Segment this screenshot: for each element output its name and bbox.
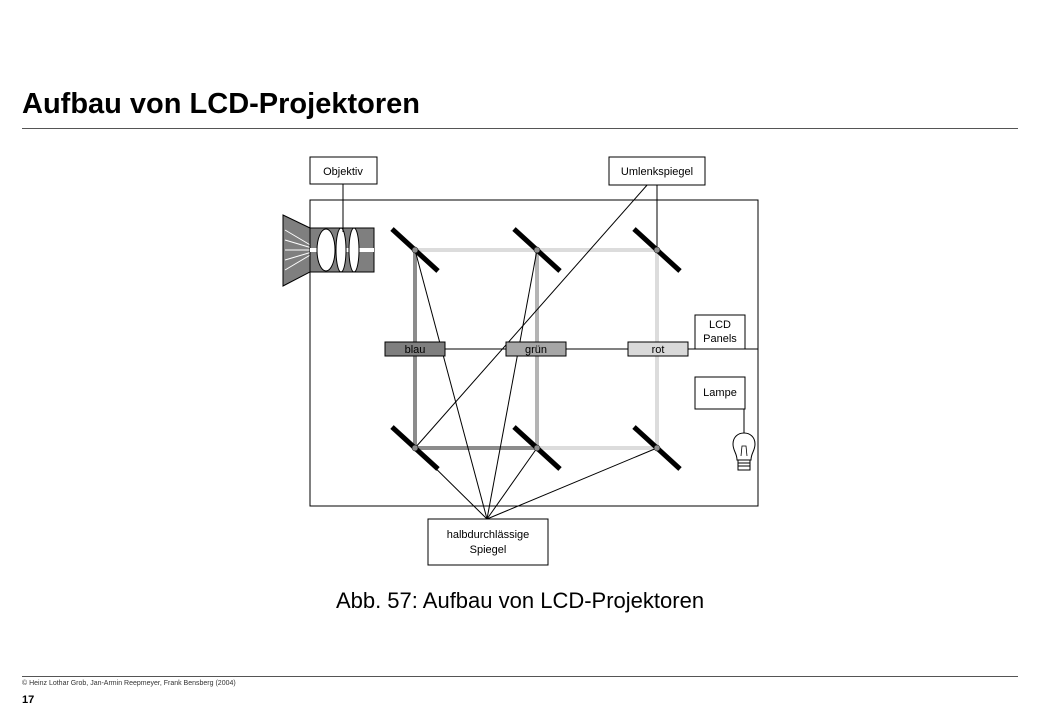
lamp-bulb-icon (732, 409, 756, 471)
lens-assembly (282, 214, 375, 287)
label-halb-line1: halbdurchlässige (447, 529, 530, 541)
lcd-panel-gruen: grün (505, 341, 567, 357)
label-halb-line2: Spiegel (470, 544, 507, 556)
panel-label-blau: blau (405, 344, 426, 356)
label-lampe-text: Lampe (703, 387, 737, 399)
footer-divider (22, 676, 1018, 677)
label-umlenkspiegel: Umlenkspiegel (608, 156, 706, 186)
copyright-text: © Heinz Lothar Grob, Jan-Armin Reepmeyer… (22, 680, 236, 687)
lens-element-2 (335, 227, 347, 273)
label-halbdurchlaessige-spiegel: halbdurchlässige Spiegel (427, 518, 549, 566)
label-lcd-line1: LCD (709, 319, 731, 331)
label-objektiv-text: Objektiv (323, 166, 363, 178)
lcd-panel-blau: blau (384, 341, 446, 357)
label-lampe: Lampe (694, 376, 746, 410)
lens-element-1 (316, 228, 336, 272)
lcd-panel-rot: rot (627, 341, 689, 357)
lcd-projector-diagram: blau grün rot Objektiv Umlenkspiegel LCD… (282, 156, 759, 566)
panel-label-rot: rot (652, 344, 665, 356)
label-lcd-panels: LCD Panels (694, 314, 746, 350)
figure-caption: Abb. 57: Aufbau von LCD-Projektoren (335, 588, 705, 613)
mirror-joints (411, 246, 661, 452)
title-divider (22, 128, 1018, 129)
panel-label-gruen: grün (525, 344, 547, 356)
lens-element-3 (348, 227, 360, 273)
page-title: Aufbau von LCD-Projektoren (22, 88, 420, 120)
label-lcd-line2: Panels (703, 333, 737, 345)
label-umlenkspiegel-text: Umlenkspiegel (621, 166, 693, 178)
projector-housing (309, 199, 759, 507)
page-number: 17 (22, 694, 35, 706)
label-objektiv: Objektiv (309, 156, 378, 185)
